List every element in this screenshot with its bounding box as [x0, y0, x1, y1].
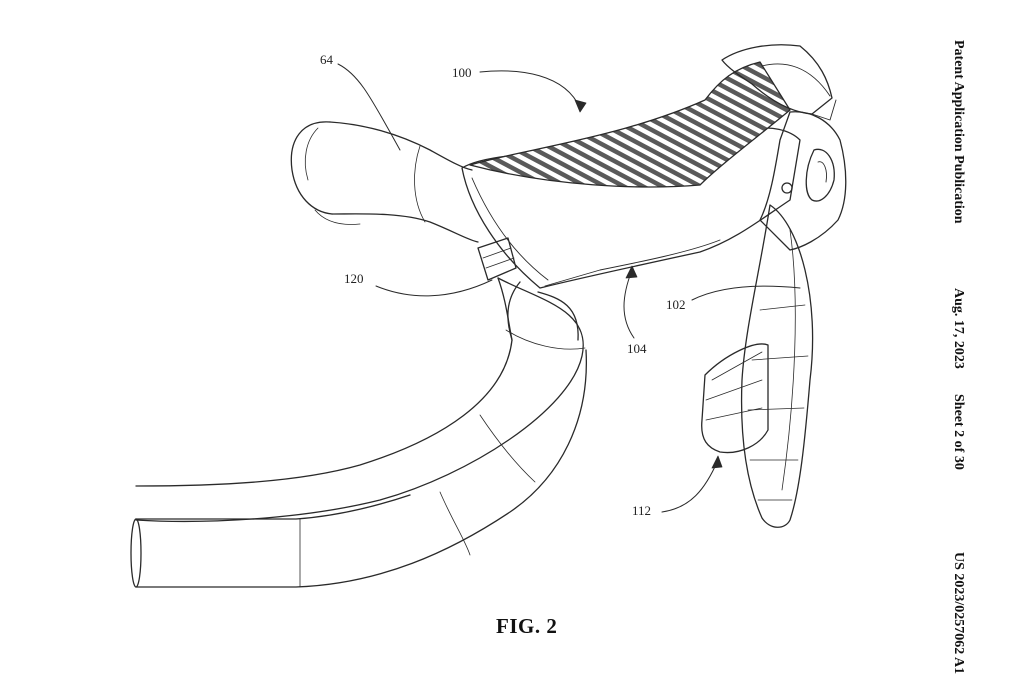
brake-lever [740, 204, 814, 528]
ref-numeral-112: 112 [632, 503, 652, 518]
ref-numeral-120: 120 [344, 271, 364, 286]
hood-cap [721, 44, 837, 121]
clamp-bolt [477, 237, 517, 281]
leader-112 [661, 459, 719, 513]
shift-paddle [701, 343, 769, 454]
publication-date: Aug. 17, 2023 [951, 288, 966, 369]
ribbed-grip [469, 61, 791, 188]
leader-64 [337, 63, 401, 151]
lever-head [759, 111, 847, 251]
ref-numeral-102: 102 [666, 297, 686, 312]
publication-type: Patent Application Publication [951, 40, 966, 224]
leader-102 [691, 285, 801, 301]
leader-104 [623, 269, 635, 339]
ref-numeral-104: 104 [627, 341, 647, 356]
patent-header-text: Patent Application Publication Aug. 17, … [946, 40, 970, 675]
sheet-number: Sheet 2 of 30 [951, 394, 966, 470]
figure-caption: FIG. 2 [496, 614, 558, 638]
publication-number: US 2023/0257062 A1 [951, 552, 966, 675]
ref-numeral-64: 64 [320, 52, 333, 67]
patent-header: Patent Application Publication Aug. 17, … [946, 40, 970, 675]
leader-120 [375, 279, 493, 297]
handlebar-top [290, 121, 479, 243]
leader-arrowheads [574, 99, 723, 469]
leader-100 [479, 70, 581, 109]
ref-numeral-100: 100 [452, 65, 472, 80]
handlebar-drop [130, 277, 587, 588]
